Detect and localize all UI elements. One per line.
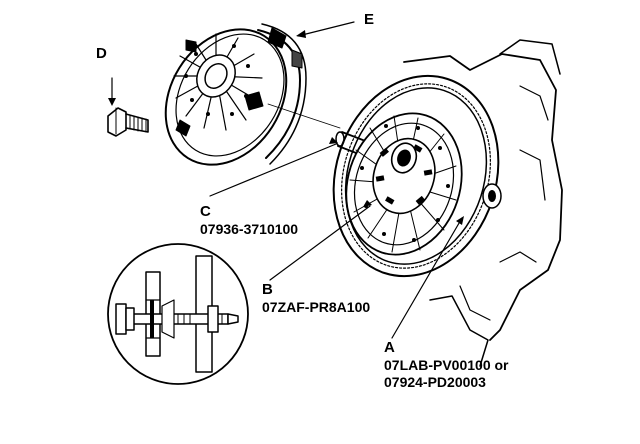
callout-b-part-number: 07ZAF-PR8A100 [262, 299, 371, 315]
leader-a [391, 217, 463, 339]
leader-lines [111, 21, 463, 339]
callout-e-letter: E [364, 11, 375, 28]
callout-a-part-number-2: 07924-PD20003 [384, 374, 486, 390]
callout-d-letter: D [96, 45, 107, 62]
leader-e [297, 21, 355, 37]
pressure-plate [164, 23, 307, 166]
alignment-guide-line [267, 103, 341, 129]
callout-a-letter: A [384, 339, 395, 356]
leader-c [209, 143, 337, 197]
detail-inset [107, 243, 249, 385]
callout-c-letter: C [200, 203, 211, 220]
leader-b [269, 205, 371, 281]
callout-b-letter: B [262, 281, 273, 298]
callout-a-part-number-1: 07LAB-PV00100 or [384, 357, 509, 373]
flywheel-and-clutch-disc [332, 39, 563, 367]
flywheel-bolt [107, 107, 149, 137]
leader-arrowheads [108, 30, 464, 225]
callout-c-part-number: 07936-3710100 [200, 221, 299, 237]
